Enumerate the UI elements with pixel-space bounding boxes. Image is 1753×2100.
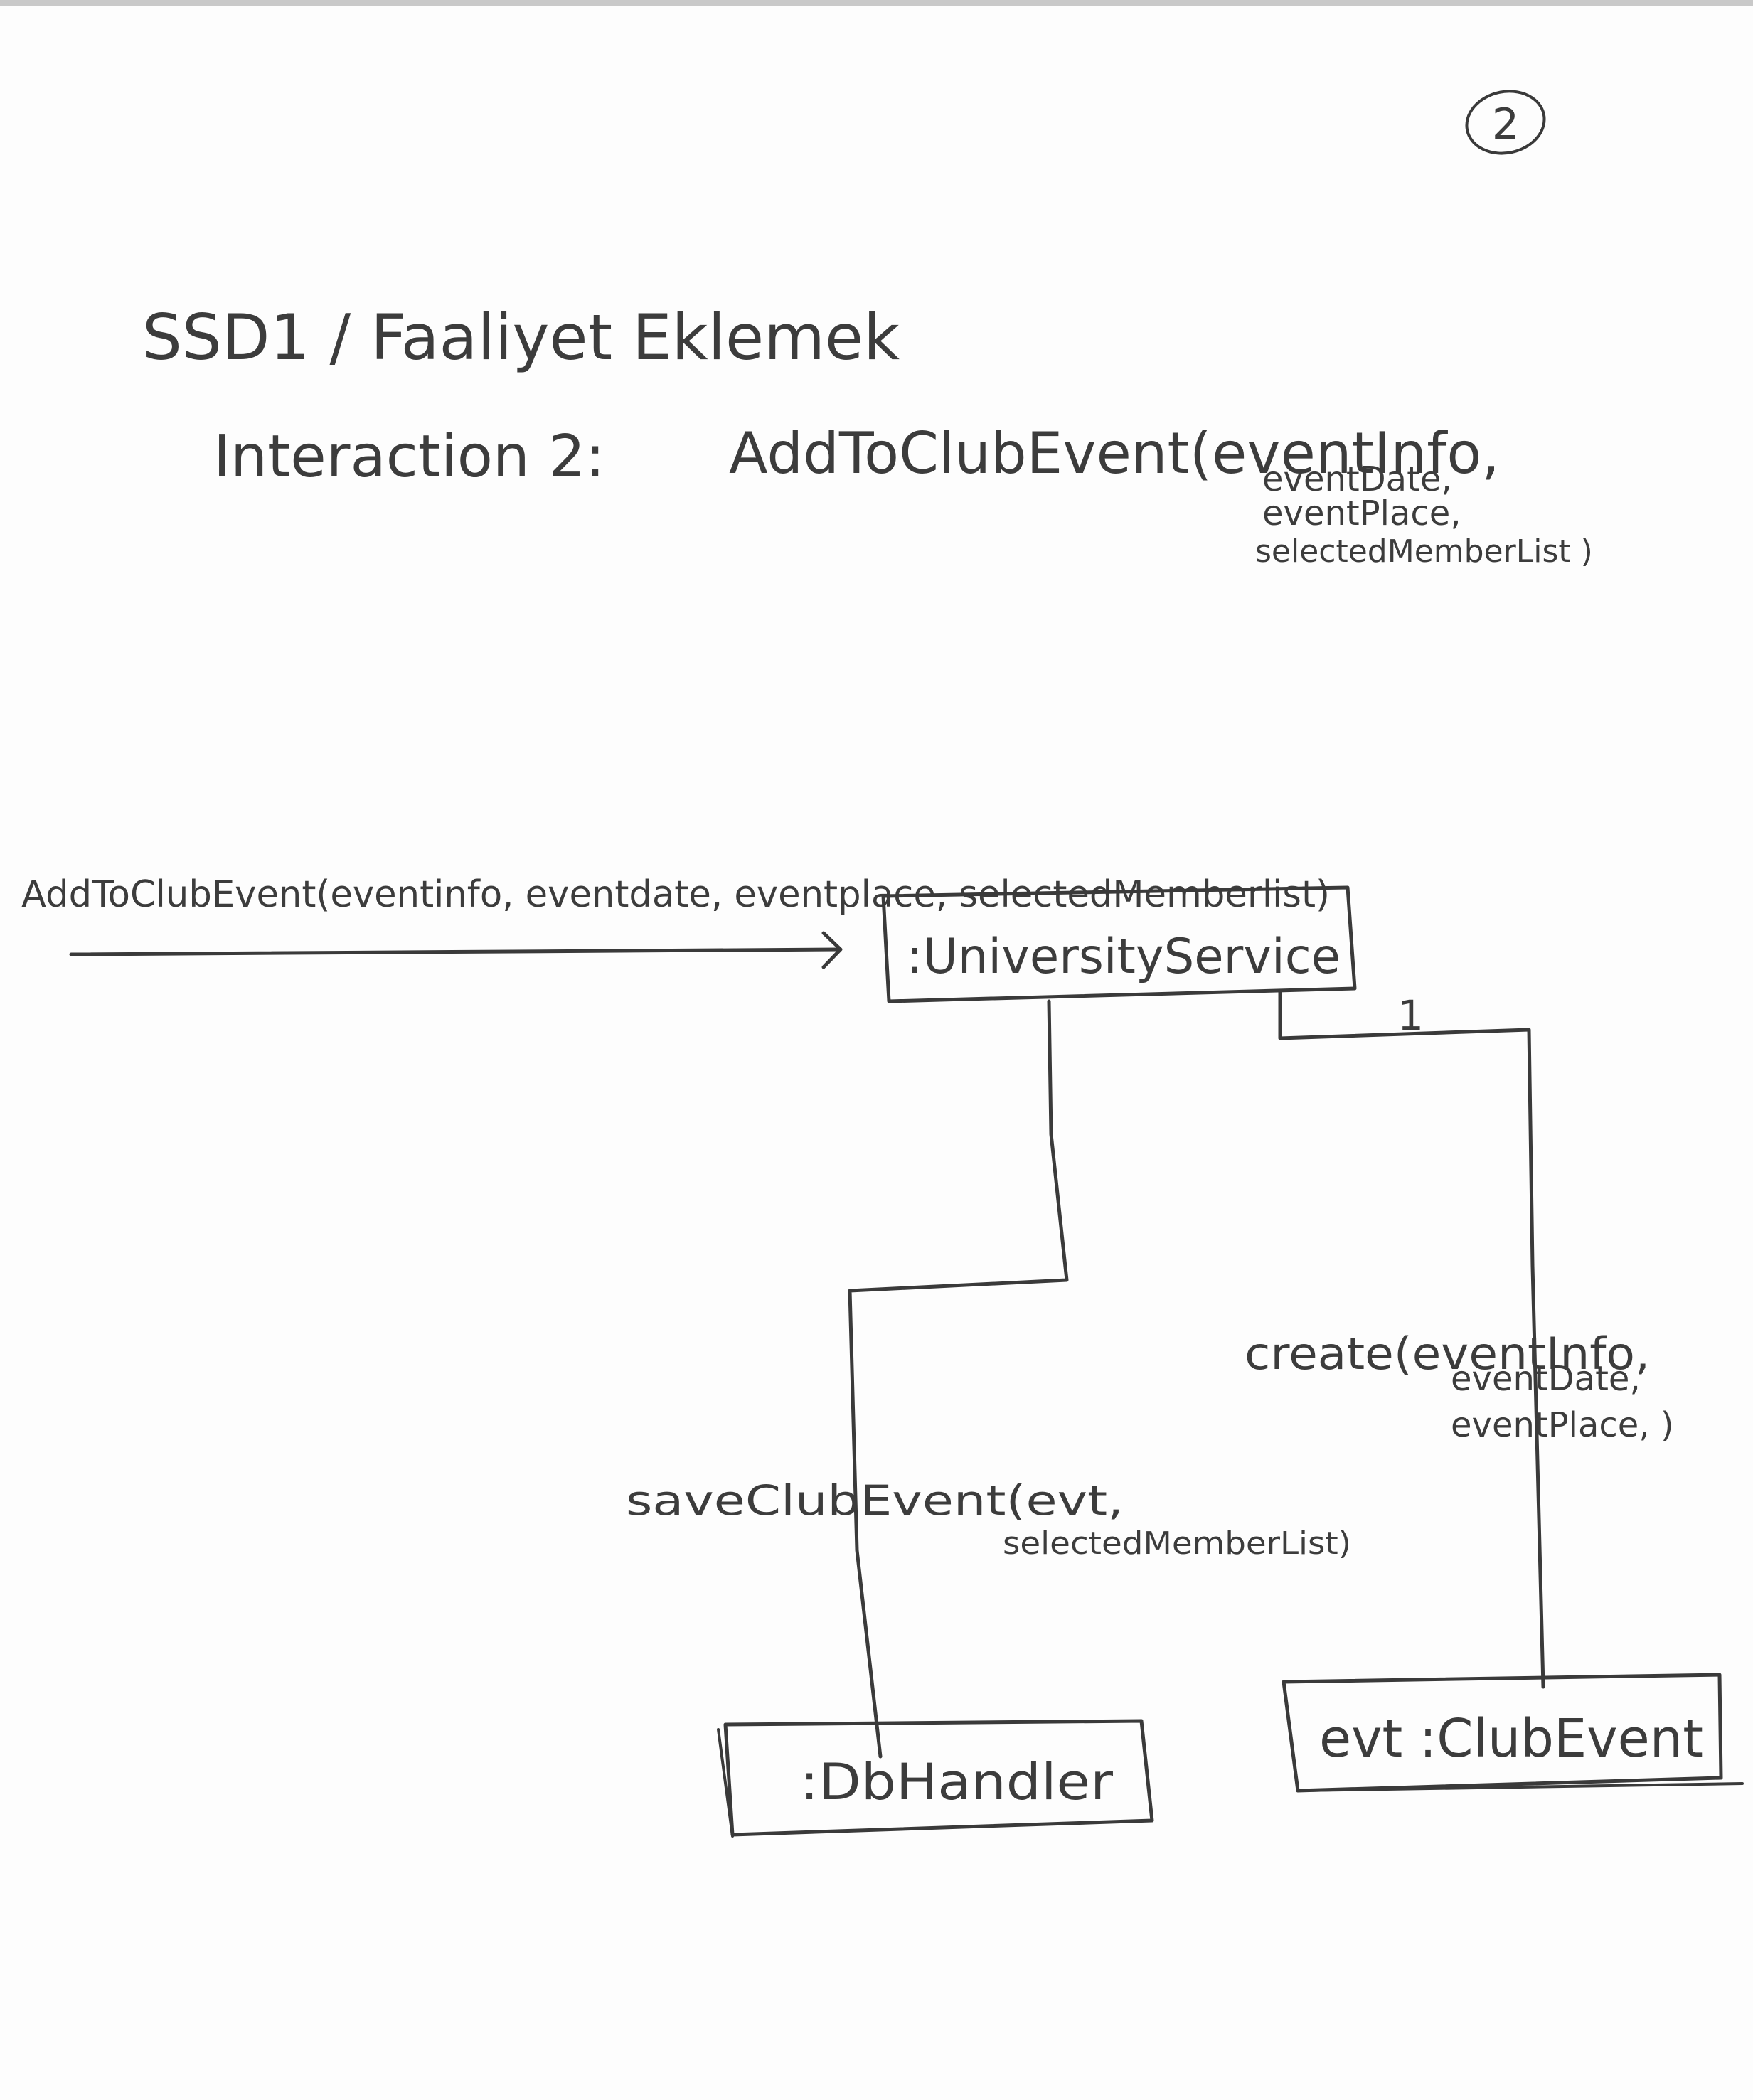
interaction-param-date: eventDate,	[1262, 459, 1452, 499]
incoming-message-label: AddToClubEvent(eventinfo, eventdate, eve…	[21, 873, 1330, 916]
save-message-line2: selectedMemberList)	[1003, 1525, 1351, 1562]
page-number: 2	[1492, 100, 1519, 149]
multiplicity-label: 1	[1397, 991, 1424, 1040]
club-event-box	[1282, 1673, 1723, 1793]
db-handler-box-sketch-edge	[717, 1728, 734, 1838]
db-handler-box	[723, 1719, 1154, 1837]
scan-top-edge	[0, 0, 1753, 6]
diagram-title: SSD1 / Faaliyet Eklemek	[142, 301, 900, 374]
link-universityservice-dbhandler	[848, 999, 1069, 1759]
interaction-operation: AddToClubEvent(eventInfo,	[729, 420, 1500, 486]
university-service-box	[881, 885, 1357, 1003]
create-message-line2: eventDate,	[1451, 1359, 1641, 1399]
save-message-line1: saveClubEvent(evt,	[626, 1476, 1124, 1525]
create-message-line1: create(eventInfo,	[1245, 1328, 1650, 1380]
link-universityservice-clubevent	[1278, 990, 1545, 1689]
incoming-message-arrowhead	[821, 931, 843, 969]
club-event-box-sketch-edge	[1296, 1782, 1744, 1792]
db-handler-name: :DbHandler	[800, 1753, 1113, 1811]
interaction-label: Interaction 2:	[213, 423, 605, 491]
interaction-param-memberlist: selectedMemberList )	[1255, 533, 1593, 570]
create-message-line3: eventPlace, )	[1451, 1405, 1674, 1445]
university-service-name: :UniversityService	[907, 929, 1341, 985]
incoming-message-arrow-line	[69, 947, 841, 956]
interaction-param-place: eventPlace,	[1262, 494, 1461, 533]
page-number-circle	[1465, 90, 1546, 155]
club-event-name: evt :ClubEvent	[1319, 1708, 1703, 1769]
